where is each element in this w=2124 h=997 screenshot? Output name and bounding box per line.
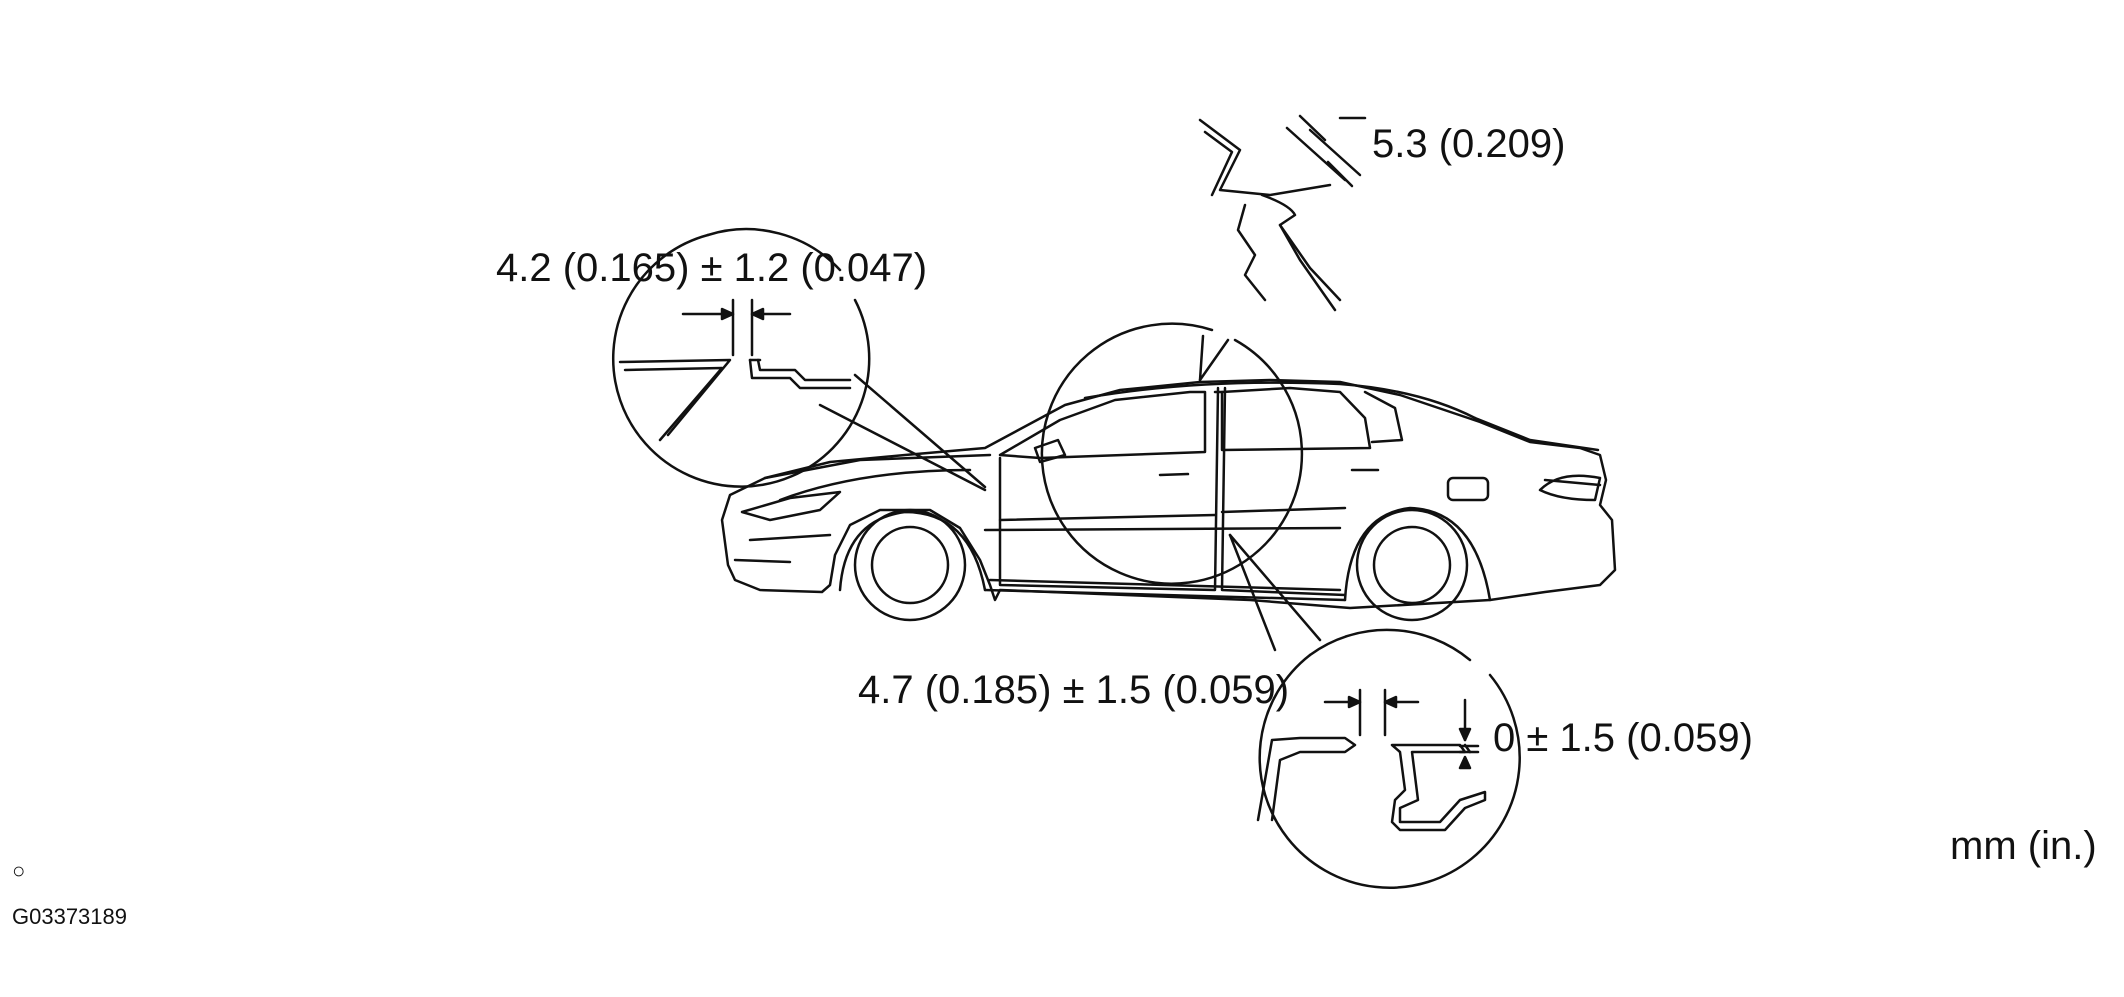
hood-gap-label: 4.2 (0.165) ± 1.2 (0.047) [496,246,928,290]
bullet-marker: ○ [12,858,26,883]
hood-gap-detail-icon [613,229,985,490]
units-label: mm (in.) [1950,824,2097,868]
door-gap-label: 4.7 (0.185) ± 1.5 (0.059) [858,668,1290,712]
door-gap-detail-icon [1230,535,1520,888]
figure-id: G03373189 [12,904,127,929]
roof-gap-label: 5.3 (0.209) [1372,122,1566,166]
door-flush-label: 0 ± 1.5 (0.059) [1493,716,1753,760]
roof-gap-detail-icon [1042,116,1365,584]
